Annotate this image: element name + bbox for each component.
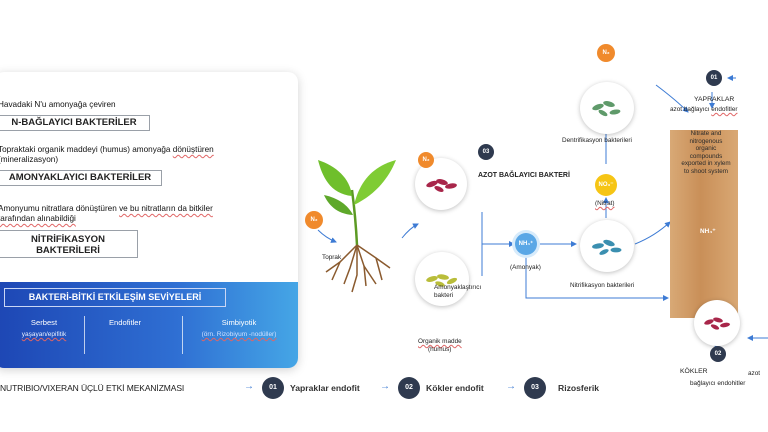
level-free-living-label: Serbest — [30, 318, 58, 327]
denitrification-bacteria-bubble — [580, 82, 634, 134]
box-nitrification-line2: BAKTERİLERİ — [36, 245, 100, 256]
divider — [182, 316, 183, 354]
step-number-badge: 02 — [398, 377, 420, 399]
nitrification-bacteria-bubble — [580, 220, 634, 272]
n2-symbol: N₂ — [597, 44, 615, 62]
box-nitrification-bacteria: NİTRİFİKASYON BAKTERİLERİ — [0, 230, 138, 258]
statement-nitrification-part4: tarafından alınabildiği — [0, 214, 76, 223]
label-toprak: Toprak — [322, 254, 342, 261]
label-leaves: YAPRAKLAR — [694, 96, 735, 103]
root-image — [670, 130, 738, 318]
arrow-right-icon: → — [506, 381, 516, 392]
root-annotation: Nitrate and nitrogenous organic compound… — [681, 130, 731, 175]
statement-ammonifying-part1: Topraktaki organik maddeyi (humus) amony… — [0, 145, 173, 154]
plant-icon — [318, 160, 396, 293]
step-number-badge: 01 — [706, 70, 722, 86]
label-roots: KÖKLER — [680, 368, 708, 375]
label-organic-line1: Organik madde — [418, 338, 462, 345]
label-ammonifying-line2: bakteri — [434, 292, 454, 299]
nitrate-symbol: NO₃⁻ — [595, 174, 617, 196]
bacteria-icon — [592, 239, 622, 255]
label-humus: (humus) — [428, 346, 452, 353]
n2-symbol: N₂ — [305, 211, 323, 229]
root-ammonium-symbol: NH₄⁺ — [700, 228, 716, 235]
label-nitrate: (Nitrat) — [595, 200, 615, 207]
level-symbiotic-label: Simbiyotik — [221, 318, 257, 327]
label-leaf-endophytes-part1: azot bağlayıcı — [670, 106, 712, 113]
statement-nitrification-part1: Amonyumu nitratlara dönüştüren — [0, 204, 120, 213]
ammonifying-bacteria-bubble — [415, 252, 469, 306]
box-n-fixing-bacteria: N-BAĞLAYICI BAKTERİLER — [0, 115, 150, 131]
bacteria-icon — [592, 101, 621, 117]
statement-ammonifying: Topraktaki organik maddeyi (humus) amony… — [0, 145, 214, 165]
statement-nitrification: Amonyumu nitratlara dönüştüren ve bu nit… — [0, 204, 213, 224]
statement-nitrification-part2: ve bu nitratların da — [119, 204, 190, 213]
statement-n-fixing: Havadaki N'u amonyağa çeviren — [0, 100, 116, 109]
info-panel: Havadaki N'u amonyağa çeviren N-BAĞLAYIC… — [0, 72, 298, 368]
arrow-right-icon: → — [380, 381, 390, 392]
step-number-badge: 03 — [478, 144, 494, 160]
divider — [84, 316, 85, 354]
level-endophytes: Endofitler — [90, 318, 160, 327]
statement-ammonifying-part2: dönüştüren — [172, 145, 214, 154]
n-fixing-bacteria-bubble — [415, 158, 467, 210]
label-leaf-endophytes-part2: endofitler — [711, 106, 738, 113]
label-root-endophytes: bağlayıcı endohitler — [690, 380, 746, 387]
level-free-living-sub: yaşayan/epifitik — [21, 331, 67, 338]
label-ammonifying-bacteria: Amonyaklaştırıcı bakteri — [434, 284, 481, 300]
statement-nitrification-part3: bitkiler — [189, 204, 213, 213]
interaction-levels-title: BAKTERİ-BİTKİ ETKİLEŞİM SEVİYELERİ — [4, 288, 226, 307]
statement-ammonifying-part3: (mineralizasyon) — [0, 155, 59, 164]
box-ammonifying-bacteria: AMONYAKLAYICI BAKTERİLER — [0, 170, 162, 186]
label-denitrification-bacteria: Dentrifikasyon bakterileri — [562, 137, 632, 144]
arrow-right-icon: → — [244, 381, 254, 392]
label-roots-right: azot — [748, 370, 761, 377]
step-label-leaf-endophyte: Yapraklar endofit — [290, 383, 360, 393]
label-leaf-endophytes: azot bağlayıcı endofitler — [670, 106, 738, 114]
label-ammonifying-line1: Amonyaklaştırıcı — [434, 284, 482, 291]
box-nitrification-line1: NİTRİFİKASYON — [31, 234, 105, 245]
step-label-rhizospheric: Rizosferik — [558, 383, 600, 393]
bacteria-icon — [426, 179, 457, 192]
step-number-badge: 03 — [524, 377, 546, 399]
label-organic-matter: Organik madde — [418, 338, 462, 346]
root-endophyte-bubble — [694, 300, 740, 346]
ammonium-symbol: NH₄⁺ — [515, 233, 537, 255]
mechanism-title: NUTRIBIO/VIXERAN ÜÇLÜ ETKİ MEKANİZMASI — [0, 383, 185, 393]
label-n-fixing-bacteria: AZOT BAĞLAYICI BAKTERİ — [478, 172, 570, 179]
level-endophytes-label: Endofitler — [108, 318, 142, 327]
label-nitrification-bacteria: Nitrifikasyon bakterileri — [570, 282, 635, 289]
interaction-levels-panel: BAKTERİ-BİTKİ ETKİLEŞİM SEVİYELERİ Serbe… — [0, 282, 298, 368]
bacteria-icon — [704, 317, 730, 330]
level-symbiotic-sub: (örn. Rizobiyum -nodüller) — [201, 331, 277, 338]
step-number-badge: 02 — [710, 346, 726, 362]
step-number-badge: 01 — [262, 377, 284, 399]
level-free-living: Serbest yaşayan/epifitik — [8, 318, 80, 338]
bacteria-icon — [426, 274, 458, 287]
label-ammonia: (Amonyak) — [510, 264, 541, 271]
step-label-root-endophyte: Kökler endofit — [426, 383, 484, 393]
level-symbiotic: Simbiyotik (örn. Rizobiyum -nodüller) — [184, 318, 294, 338]
n2-symbol: N₂ — [418, 152, 434, 168]
